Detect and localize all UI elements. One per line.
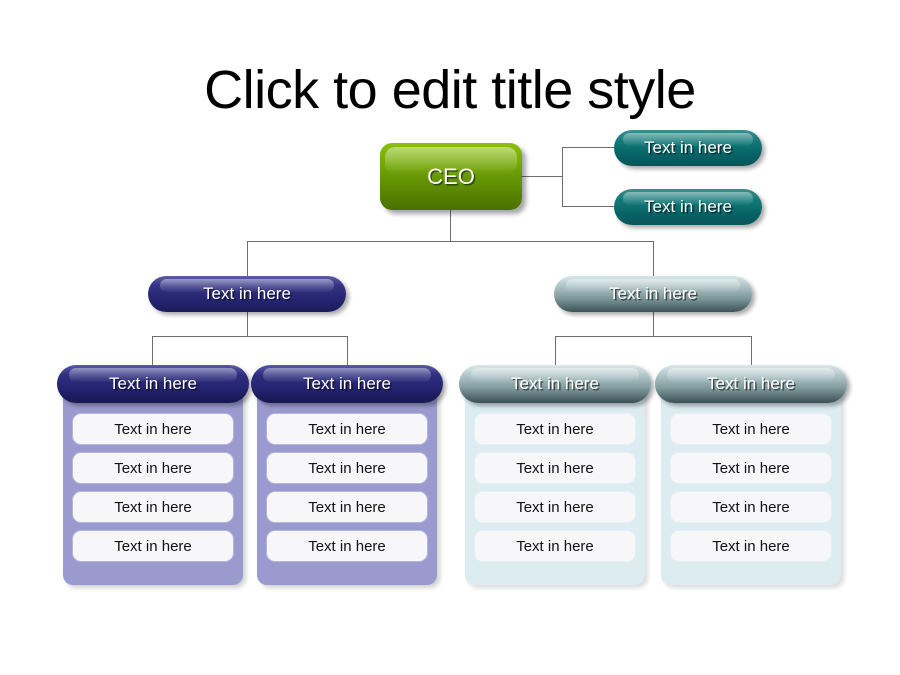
connector-branch-bar [247,241,654,242]
list-item[interactable]: Text in here [474,530,636,562]
connector-staff-1 [562,147,614,148]
connector-left-columns-bar [152,336,348,337]
list-item[interactable]: Text in here [266,491,428,523]
column-header-right-2-label: Text in here [707,374,795,393]
list-item[interactable]: Text in here [266,452,428,484]
connector-left-col1-drop [152,336,153,368]
connector-ceo-drop [450,210,451,242]
column-panel-left-1: Text in here Text in here Text in here T… [57,365,249,585]
connector-left-branch-drop [247,312,248,337]
list-item[interactable]: Text in here [474,491,636,523]
list-item[interactable]: Text in here [474,413,636,445]
connector-branch-left-drop [247,241,248,278]
list-item[interactable]: Text in here [670,413,832,445]
node-staff-2[interactable]: Text in here [614,189,762,225]
node-branch-left-label: Text in here [203,284,291,303]
node-ceo[interactable]: CEO [380,143,522,210]
column-header-right-1[interactable]: Text in here [459,365,651,403]
list-item[interactable]: Text in here [72,413,234,445]
connector-right-col1-drop [555,336,556,368]
column-header-right-1-label: Text in here [511,374,599,393]
column-header-left-1-label: Text in here [109,374,197,393]
column-items-left-2: Text in here Text in here Text in here T… [266,413,428,562]
list-item[interactable]: Text in here [670,452,832,484]
list-item[interactable]: Text in here [72,452,234,484]
node-staff-2-label: Text in here [644,197,732,216]
column-header-left-2-label: Text in here [303,374,391,393]
connector-right-branch-drop [653,312,654,337]
column-panel-right-1: Text in here Text in here Text in here T… [459,365,651,585]
page-title[interactable]: Click to edit title style [204,60,696,120]
list-item[interactable]: Text in here [72,530,234,562]
column-items-left-1: Text in here Text in here Text in here T… [72,413,234,562]
list-item[interactable]: Text in here [72,491,234,523]
list-item[interactable]: Text in here [670,530,832,562]
connector-right-columns-bar [555,336,752,337]
column-items-right-2: Text in here Text in here Text in here T… [670,413,832,562]
connector-right-col2-drop [751,336,752,368]
column-header-right-2[interactable]: Text in here [655,365,847,403]
connector-staff-spine [562,147,563,207]
connector-branch-right-drop [653,241,654,278]
node-branch-left[interactable]: Text in here [148,276,346,312]
node-branch-right[interactable]: Text in here [554,276,752,312]
list-item[interactable]: Text in here [474,452,636,484]
node-staff-1[interactable]: Text in here [614,130,762,166]
connector-left-col2-drop [347,336,348,368]
column-header-left-1[interactable]: Text in here [57,365,249,403]
connector-ceo-staff-stub [522,176,562,177]
node-branch-right-label: Text in here [609,284,697,303]
connector-staff-2 [562,206,614,207]
node-staff-1-label: Text in here [644,138,732,157]
column-items-right-1: Text in here Text in here Text in here T… [474,413,636,562]
column-panel-left-2: Text in here Text in here Text in here T… [251,365,443,585]
node-ceo-label: CEO [427,163,475,189]
list-item[interactable]: Text in here [266,530,428,562]
column-panel-right-2: Text in here Text in here Text in here T… [655,365,847,585]
column-header-left-2[interactable]: Text in here [251,365,443,403]
list-item[interactable]: Text in here [266,413,428,445]
list-item[interactable]: Text in here [670,491,832,523]
